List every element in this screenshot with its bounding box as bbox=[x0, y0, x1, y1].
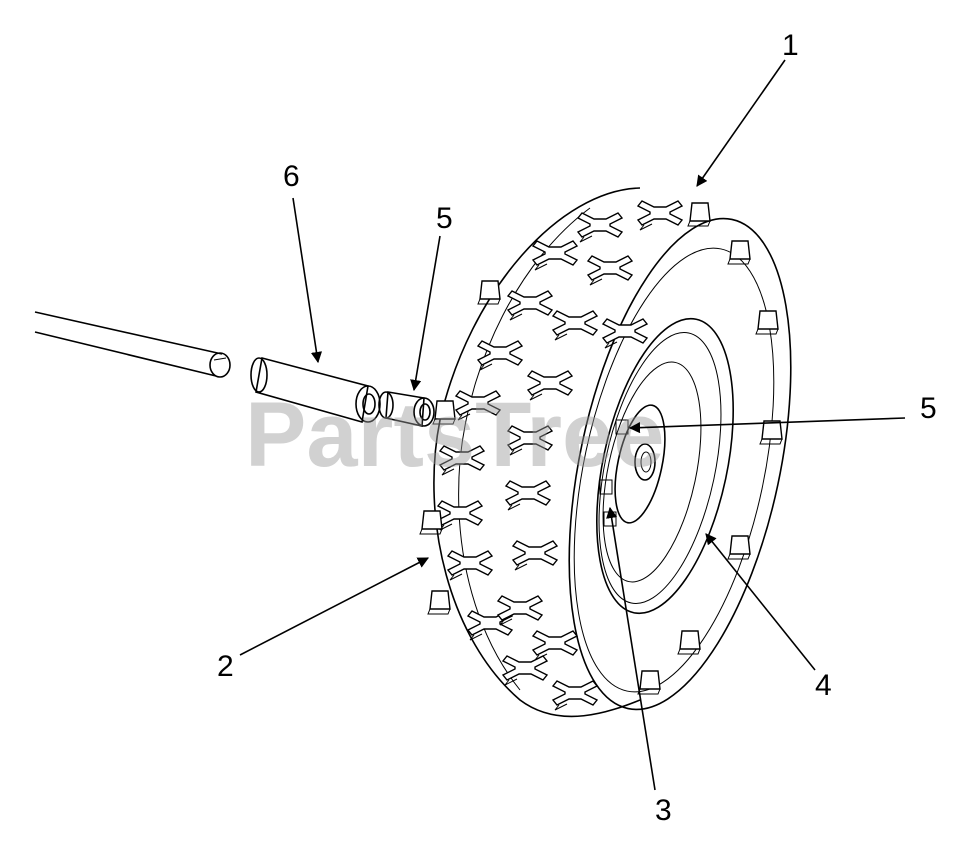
axle-shaft bbox=[34, 311, 231, 378]
callout-2: 2 bbox=[217, 650, 234, 683]
callout-3: 3 bbox=[655, 794, 672, 827]
callout-1: 1 bbox=[782, 29, 799, 62]
callout-4: 4 bbox=[815, 669, 832, 702]
callout-6: 6 bbox=[283, 160, 300, 193]
bushing bbox=[378, 391, 435, 427]
callout-5-hub: 5 bbox=[920, 392, 937, 425]
leader-lines bbox=[239, 59, 906, 791]
callout-5-bushing: 5 bbox=[436, 202, 453, 235]
wheel-rim bbox=[596, 317, 734, 615]
watermark: PartsTree bbox=[245, 384, 664, 486]
tire bbox=[433, 187, 792, 718]
spacer-tube bbox=[250, 357, 381, 424]
